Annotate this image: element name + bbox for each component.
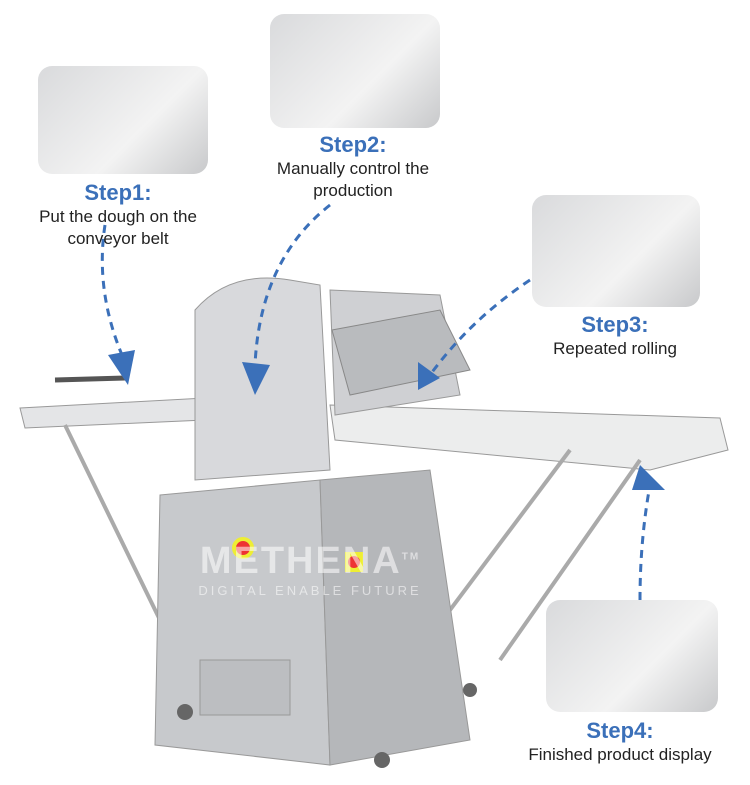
step2-desc: Manually control the production — [276, 159, 430, 200]
step1: Step1:Put the dough on the conveyor belt — [18, 180, 218, 250]
step2: Step2:Manually control the production — [248, 132, 458, 202]
roller-cover-grid — [331, 309, 471, 396]
left-conveyor-table — [19, 397, 206, 429]
watermark: METHENATM DIGITAL ENABLE FUTURE — [190, 540, 430, 598]
step1-desc: Put the dough on the conveyor belt — [39, 207, 197, 248]
watermark-brand: METHENA — [199, 540, 402, 582]
step3-title: Step3: — [581, 312, 649, 337]
step4-title: Step4: — [586, 718, 654, 743]
step3-photo — [532, 195, 700, 307]
machine-base — [154, 479, 331, 766]
watermark-tm: TM — [401, 551, 421, 563]
emergency-stop-icon — [232, 537, 254, 559]
step4-desc: Finished product display — [528, 745, 712, 764]
step-arrows — [100, 203, 652, 601]
step3-desc: Repeated rolling — [553, 339, 677, 358]
step1-photo — [38, 66, 208, 174]
step4-photo — [546, 600, 718, 712]
step2-title: Step2: — [319, 132, 387, 157]
step4: Step4: Finished product display — [495, 718, 745, 766]
step1-title: Step1: — [84, 180, 152, 205]
step2-photo — [270, 14, 440, 128]
step3: Step3: Repeated rolling — [520, 312, 710, 360]
watermark-tagline: DIGITAL ENABLE FUTURE — [198, 583, 422, 598]
right-conveyor-table — [329, 404, 729, 471]
